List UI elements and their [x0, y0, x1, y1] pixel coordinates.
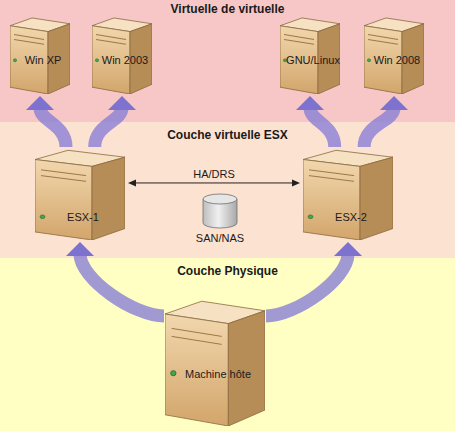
layer-band: Couche virtuelle ESX ESX-1 ESX-2SAN/NAS	[0, 122, 455, 258]
server-node: Win 2008	[364, 16, 424, 94]
connector-arrow	[95, 96, 136, 147]
power-led	[95, 59, 98, 62]
server-label: ESX-1	[38, 211, 128, 223]
power-led	[40, 215, 45, 219]
link-stroke	[135, 182, 293, 183]
power-led	[308, 215, 313, 219]
layer-band: Virtuelle de virtuelleWin XP Win 2003 GNU/…	[0, 0, 455, 122]
flow-band	[80, 254, 164, 316]
drive-slot	[284, 35, 314, 40]
server-side	[92, 157, 125, 240]
server-front	[35, 160, 92, 241]
flow-band	[364, 108, 394, 147]
server-icon	[165, 298, 265, 426]
server-side	[360, 157, 393, 240]
edge-label: HA/DRS	[154, 168, 274, 180]
server-label: Win 2003	[95, 54, 155, 66]
server-label: ESX-2	[306, 211, 396, 223]
drive-slot	[309, 176, 354, 182]
flow-band	[40, 108, 66, 147]
drive-slot	[96, 35, 126, 40]
flow-head	[334, 242, 362, 256]
connector-arrow	[296, 96, 335, 147]
flow-head	[66, 242, 94, 256]
server-node: ESX-2	[303, 148, 393, 240]
flow-head	[26, 96, 54, 110]
server-node: Win 2003	[92, 16, 152, 94]
server-node: GNU/Linux	[280, 16, 340, 94]
flow-band	[266, 254, 348, 316]
drive-slot	[309, 170, 354, 176]
power-led	[171, 371, 176, 376]
drive-slot	[14, 39, 44, 44]
server-label: GNU/Linux	[283, 54, 343, 66]
cylinder-top	[203, 194, 237, 204]
drive-slot	[284, 39, 314, 44]
link-line	[128, 179, 300, 186]
drive-slot	[96, 39, 126, 44]
power-led	[13, 59, 16, 62]
storage-label: SAN/NAS	[190, 232, 250, 244]
drive-slot	[368, 39, 398, 44]
drive-slot	[172, 336, 222, 344]
power-led	[367, 59, 370, 62]
server-label: Machine hôte	[168, 368, 268, 380]
flow-head	[380, 96, 408, 110]
server-label: Win XP	[13, 54, 73, 66]
drive-slot	[41, 170, 86, 176]
server-icon	[303, 148, 393, 240]
drive-slot	[368, 35, 398, 40]
layer-title: Virtuelle de virtuelle	[0, 2, 455, 16]
layer-title: Couche Physique	[0, 264, 455, 278]
flow-band	[95, 108, 122, 147]
layer-band: Couche PhysiqueMachine hôte	[0, 258, 455, 431]
server-icon	[35, 148, 125, 240]
layer-title: Couche virtuelle ESX	[0, 128, 455, 142]
connector-arrow	[26, 96, 66, 147]
storage-node: SAN/NAS	[190, 193, 250, 247]
flow-band	[310, 108, 335, 147]
server-node: Win XP	[10, 16, 70, 94]
drive-slot	[14, 35, 44, 40]
server-label: Win 2008	[367, 54, 427, 66]
connector-arrow	[364, 96, 408, 147]
connector-arrow	[266, 242, 362, 316]
drive-slot	[41, 176, 86, 182]
server-front	[303, 160, 360, 241]
drive-slot	[172, 328, 222, 336]
flow-head	[296, 96, 324, 110]
arrow-head	[292, 179, 300, 186]
server-node: Machine hôte	[165, 298, 265, 426]
arrow-head	[128, 179, 136, 186]
flow-head	[108, 96, 136, 110]
server-node: ESX-1	[35, 148, 125, 240]
connector-arrow	[66, 242, 164, 316]
